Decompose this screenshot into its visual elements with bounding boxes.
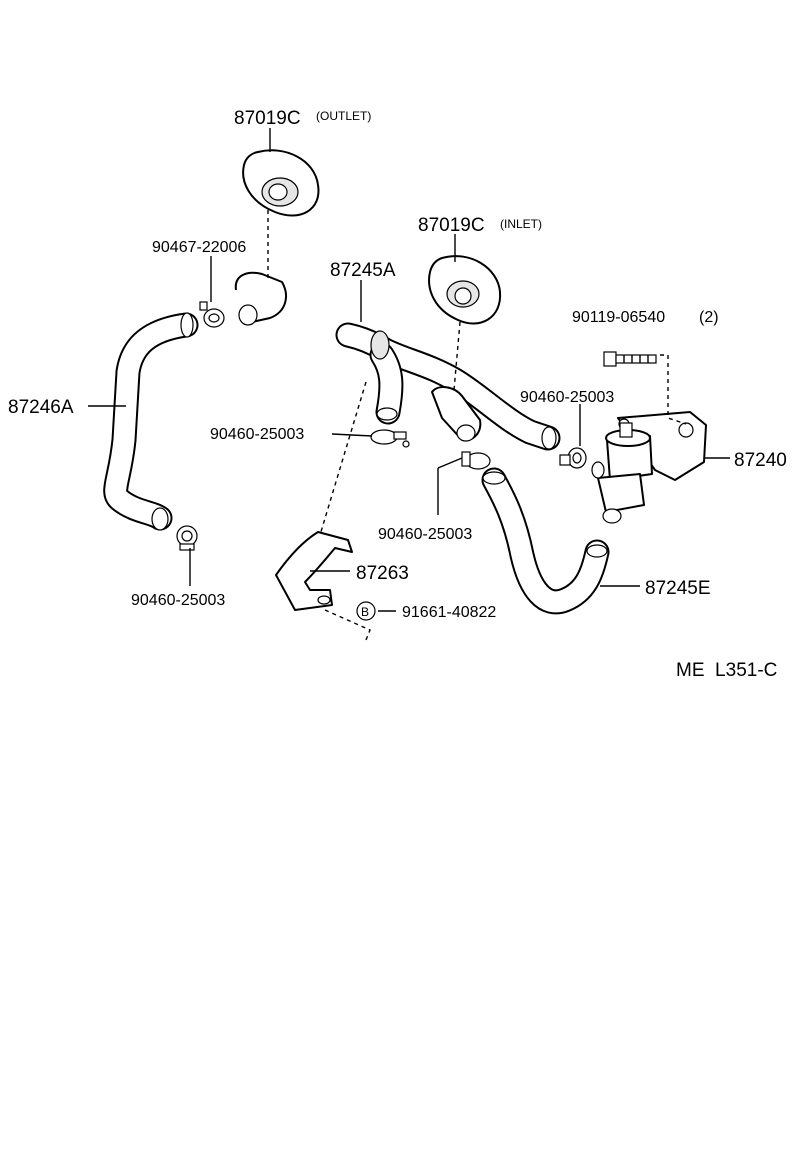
valve-87240 (591, 411, 707, 524)
label-91661-symbol: B (361, 605, 369, 619)
ref-code: ME L351-C (676, 660, 777, 681)
clamp-center (461, 451, 491, 470)
clamp-90467 (199, 301, 225, 328)
label-87019c-inlet: 87019C (418, 215, 485, 236)
dash-bracket (319, 381, 367, 536)
dash-inlet (453, 321, 461, 391)
label-87240: 87240 (734, 450, 787, 471)
label-90460-c: 90460-25003 (378, 526, 472, 543)
label-outlet-note: (OUTLET) (316, 109, 371, 123)
label-87245e: 87245E (645, 578, 711, 599)
grommet-inlet (428, 255, 502, 325)
hose-87245e (481, 467, 610, 615)
label-87245a: 87245A (330, 260, 396, 281)
label-90119-qty: (2) (699, 309, 719, 326)
inlet-pipe (431, 386, 482, 442)
label-90460-b: 90460-25003 (210, 426, 304, 443)
grommet-outlet (242, 149, 320, 217)
label-inlet-note: (INLET) (500, 217, 542, 231)
dash-bolt (660, 354, 687, 425)
outlet-pipe (234, 271, 287, 326)
hose-87246a (103, 312, 199, 531)
label-90460-d: 90460-25003 (131, 592, 225, 609)
label-91661: B (356, 601, 376, 621)
dash-bolt-bottom (324, 609, 371, 641)
label-90467: 90467-22006 (152, 239, 246, 256)
clamp-right (559, 447, 587, 469)
label-87246a: 87246A (8, 397, 74, 418)
hose-87245a (335, 322, 561, 451)
label-87263: 87263 (356, 563, 409, 584)
label-90460-a: 90460-25003 (520, 389, 614, 406)
bolt-90119 (603, 351, 657, 367)
label-91661-number: 91661-40822 (402, 604, 496, 621)
label-90119: 90119-06540 (572, 309, 665, 326)
clamp-lower-left (176, 525, 198, 551)
label-87019c-outlet: 87019C (234, 108, 301, 129)
clamp-middle-left (370, 429, 410, 448)
